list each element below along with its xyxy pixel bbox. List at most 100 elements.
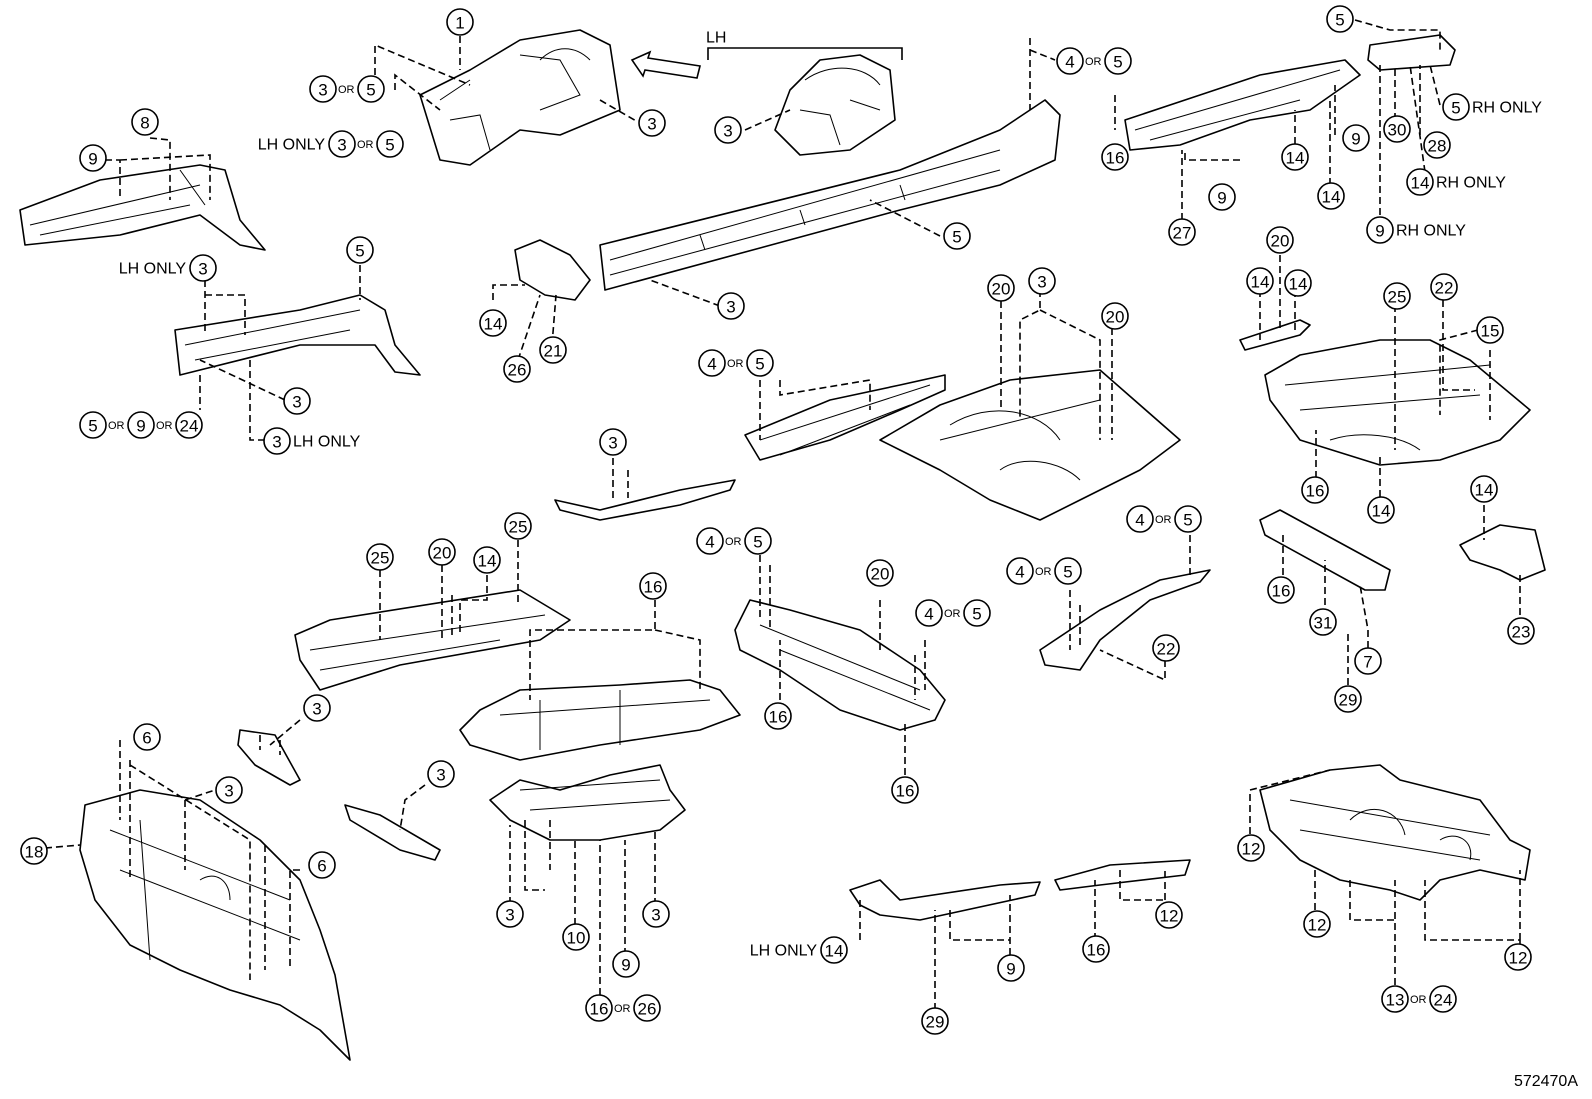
callout-bubble: [612, 950, 640, 978]
part-number-1: 1: [455, 14, 464, 33]
part-number-4: 4: [924, 605, 933, 624]
callout-bubble: [1381, 985, 1409, 1013]
part-number-14: 14: [484, 315, 503, 334]
callout-bubble: [1168, 218, 1196, 246]
callout-bubble: [1174, 505, 1202, 533]
lh-arrow-icon: [630, 50, 701, 79]
callout-bubble: [1423, 131, 1451, 159]
callout-bubble: [633, 994, 661, 1022]
callout-bubble: [764, 702, 792, 730]
part-number-20: 20: [433, 544, 452, 563]
or-label: OR: [944, 608, 961, 620]
or-label: OR: [1085, 56, 1102, 68]
callout-bubble: [1383, 282, 1411, 310]
callout-bubble: [496, 900, 524, 928]
callout-bubble: [1284, 269, 1312, 297]
callout-bubble: [1354, 647, 1382, 675]
or-label: OR: [1035, 566, 1052, 578]
part-number-3: 3: [608, 434, 617, 453]
callout-bubble: [1470, 475, 1498, 503]
or-label: OR: [108, 420, 125, 432]
part-number-5: 5: [755, 355, 764, 374]
part-number-3: 3: [224, 782, 233, 801]
part-number-14: 14: [1286, 149, 1305, 168]
callout-bubble: [642, 900, 670, 928]
part-number-9: 9: [1351, 130, 1360, 149]
callout-bubble: [127, 411, 155, 439]
part-number-28: 28: [1428, 137, 1447, 156]
callout-bubble: [1208, 183, 1236, 211]
callout-bubble: [915, 599, 943, 627]
callout-bubble: [503, 355, 531, 383]
part-drawings: [19, 29, 1546, 1061]
part-number-5: 5: [1451, 99, 1460, 118]
callout-bubble: [215, 776, 243, 804]
part-number-14: 14: [1322, 188, 1341, 207]
part-number-3: 3: [1037, 273, 1046, 292]
part-number-5: 5: [753, 533, 762, 552]
part-number-5: 5: [88, 417, 97, 436]
part-number-3: 3: [318, 81, 327, 100]
callout-bubble: [717, 292, 745, 320]
part-number-29: 29: [926, 1013, 945, 1032]
callout-bubble: [1442, 93, 1470, 121]
callout-bubble: [1429, 985, 1457, 1013]
callout-bubble: [891, 776, 919, 804]
callout-bubble: [1054, 557, 1082, 585]
qualifier-label: LH ONLY: [119, 261, 187, 278]
part-number-3: 3: [337, 136, 346, 155]
callout-bubble: [921, 1007, 949, 1035]
part-number-20: 20: [1271, 232, 1290, 251]
callout-bubble: [1303, 910, 1331, 938]
part-number-9: 9: [1006, 960, 1015, 979]
callout-bubble: [820, 936, 848, 964]
part-number-9: 9: [136, 417, 145, 436]
callout-bubble: [346, 236, 374, 264]
qualifier-label: LH ONLY: [750, 943, 818, 960]
callout-bubble: [866, 559, 894, 587]
callout-bubble: [303, 694, 331, 722]
part-number-31: 31: [1314, 614, 1333, 633]
callout-bubble: [263, 427, 291, 455]
part-number-3: 3: [651, 906, 660, 925]
part-number-14: 14: [1372, 502, 1391, 521]
part-number-3: 3: [726, 298, 735, 317]
part-number-12: 12: [1160, 907, 1179, 926]
callout-bubble: [366, 543, 394, 571]
callout-bubble: [473, 546, 501, 574]
part-number-4: 4: [1135, 511, 1144, 530]
callout-bubble: [698, 349, 726, 377]
callout-bubble: [309, 75, 337, 103]
callout-bubble: [746, 349, 774, 377]
or-label: OR: [725, 536, 742, 548]
callout-bubble: [357, 75, 385, 103]
part-number-22: 22: [1435, 279, 1454, 298]
part-number-12: 12: [1242, 840, 1261, 859]
part-number-3: 3: [272, 433, 281, 452]
part-number-12: 12: [1509, 949, 1528, 968]
figure-code: 572470A: [1513, 1073, 1578, 1090]
callout-bubble: [1104, 47, 1132, 75]
part-number-10: 10: [567, 929, 586, 948]
part-number-14: 14: [478, 552, 497, 571]
part-number-5: 5: [385, 136, 394, 155]
callout-bubble: [133, 723, 161, 751]
or-label: OR: [156, 420, 173, 432]
part-number-8: 8: [140, 114, 149, 133]
part-number-5: 5: [1183, 511, 1192, 530]
part-number-25: 25: [509, 518, 528, 537]
or-label: OR: [614, 1003, 631, 1015]
part-number-25: 25: [1388, 288, 1407, 307]
callout-bubble: [1237, 834, 1265, 862]
callout-bubble: [189, 254, 217, 282]
apron-front-lh: [419, 29, 621, 166]
part-number-25: 25: [371, 549, 390, 568]
callout-bubble: [131, 108, 159, 136]
part-number-3: 3: [198, 260, 207, 279]
part-number-14: 14: [1411, 174, 1430, 193]
part-number-9: 9: [1375, 222, 1384, 241]
callout-bubble: [963, 599, 991, 627]
callout-bubble: [639, 572, 667, 600]
